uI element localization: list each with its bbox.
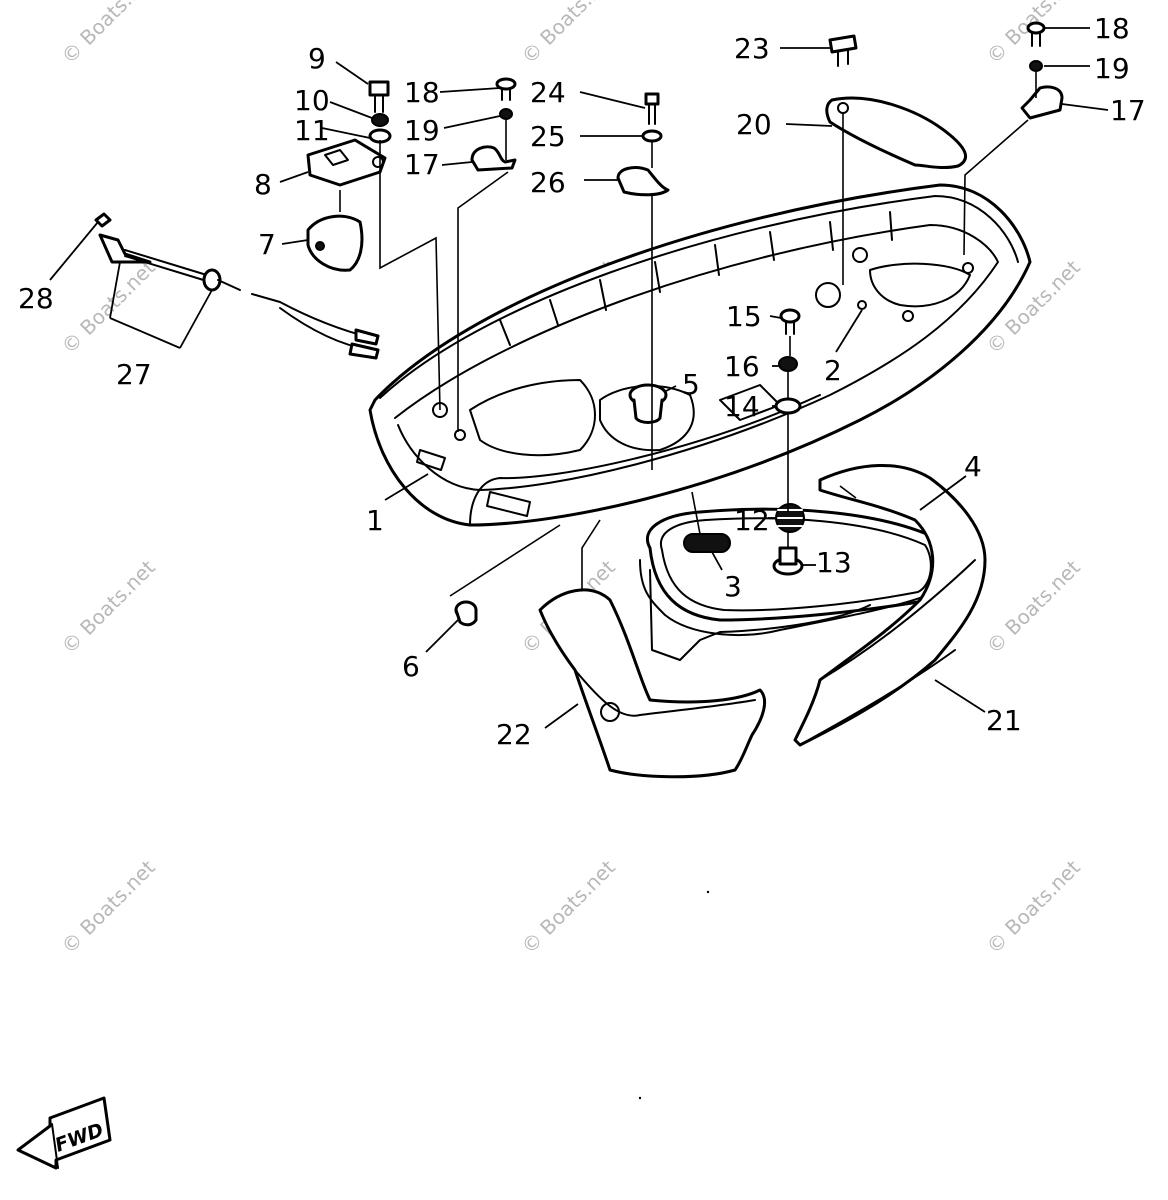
washer-part-10 (371, 113, 389, 127)
holder-part-26 (616, 166, 670, 197)
watermark: © Boats.net (57, 555, 160, 658)
watermark: © Boats.net (57, 0, 160, 69)
pin-part-2 (857, 300, 867, 310)
callout-16: 16 (724, 350, 760, 383)
callout-15: 15 (726, 300, 762, 333)
leader-lines (49, 27, 1109, 729)
plug-part-6 (454, 600, 478, 627)
callout-1: 1 (366, 504, 384, 537)
screw-part-23 (828, 34, 858, 67)
callout-25: 25 (530, 120, 566, 153)
callout-4: 4 (964, 450, 982, 483)
watermark: © Boats.net (517, 0, 620, 69)
forward-direction-arrow: FWD (16, 1096, 112, 1170)
callout-28: 28 (18, 282, 54, 315)
clamp-part-17 (470, 145, 517, 172)
callout-24: 24 (530, 76, 566, 109)
callout-26: 26 (530, 166, 566, 199)
callout-10: 10 (294, 84, 330, 117)
callout-12: 12 (734, 504, 770, 537)
watermark: © Boats.net (57, 855, 160, 958)
callout-9: 9 (308, 42, 326, 75)
callout-17-right: 17 (1110, 94, 1146, 127)
bolt-part-24 (644, 92, 660, 125)
callout-17: 17 (404, 148, 440, 181)
plate-part-20 (825, 96, 967, 170)
cable-part-27 (98, 233, 380, 360)
clamp-part-17-right (1020, 85, 1064, 120)
clip-part-28 (94, 212, 112, 228)
grommet-part-12 (775, 503, 805, 533)
washer-part-19-right (1029, 60, 1043, 72)
side-cover-part-21 (793, 463, 987, 747)
grommet-part-3 (683, 533, 731, 553)
grommet-part-5 (628, 383, 668, 424)
collar-part-13 (772, 546, 804, 576)
washer-part-14 (774, 397, 802, 415)
callout-5: 5 (682, 368, 700, 401)
callout-13: 13 (816, 546, 852, 579)
callout-2: 2 (824, 354, 842, 387)
callout-23: 23 (734, 32, 770, 65)
cover-part-7 (306, 214, 364, 272)
callout-18-right: 18 (1094, 12, 1130, 45)
callout-3: 3 (724, 570, 742, 603)
callout-20: 20 (736, 108, 772, 141)
callout-19-right: 19 (1094, 52, 1130, 85)
callout-11: 11 (294, 114, 330, 147)
watermark: © Boats.net (57, 255, 160, 358)
side-cover-part-22 (538, 588, 766, 779)
watermark: © Boats.net (982, 555, 1085, 658)
washer-part-16 (778, 356, 798, 372)
callout-18: 18 (404, 76, 440, 109)
screw-part-18 (495, 77, 517, 101)
callout-14: 14 (724, 390, 760, 423)
callout-21: 21 (986, 704, 1022, 737)
watermark: © Boats.net (517, 855, 620, 958)
callout-6: 6 (402, 650, 420, 683)
callout-19: 19 (404, 114, 440, 147)
watermark: © Boats.net (982, 0, 1085, 69)
watermark: © Boats.net (982, 855, 1085, 958)
callout-7: 7 (258, 228, 276, 261)
bolt-part-9 (368, 80, 390, 113)
callout-27: 27 (116, 358, 152, 391)
screw-part-15 (779, 308, 801, 335)
callout-22: 22 (496, 718, 532, 751)
bottom-cowling-part (368, 183, 1032, 527)
washer-part-25 (641, 129, 663, 143)
callout-8: 8 (254, 168, 272, 201)
callout-labels: 1 2 3 4 5 6 7 8 9 10 11 12 13 14 15 16 1… (18, 12, 1146, 751)
washer-part-19 (499, 108, 513, 120)
assembly-lines (339, 72, 1037, 597)
